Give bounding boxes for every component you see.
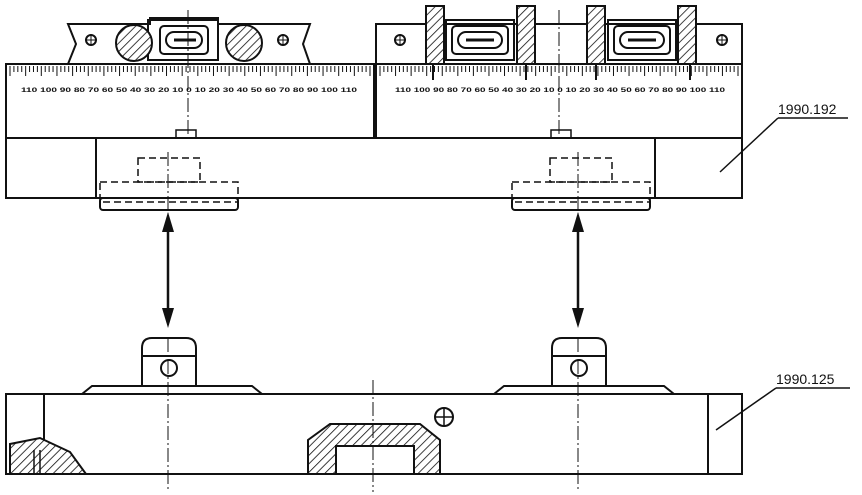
leader-lines xyxy=(715,117,850,431)
left-scale-labels: 110 100 90 80 70 60 50 40 30 20 10 0 10 … xyxy=(21,88,358,94)
assembly-arrows xyxy=(166,222,580,318)
part-label-1990-125: 1990.125 xyxy=(776,371,835,387)
right-scale-labels: 110 100 90 80 70 60 50 40 30 20 10 0 10 … xyxy=(395,88,726,94)
hidden-features xyxy=(99,157,651,203)
scale-ticks xyxy=(9,66,739,76)
base-block-1990-125 xyxy=(5,337,743,475)
left-vise xyxy=(5,17,375,139)
arrow-heads xyxy=(162,212,584,328)
part-label-1990-192: 1990.192 xyxy=(778,101,837,117)
base-block-1990-192 xyxy=(5,129,743,211)
centerlines xyxy=(167,10,579,492)
